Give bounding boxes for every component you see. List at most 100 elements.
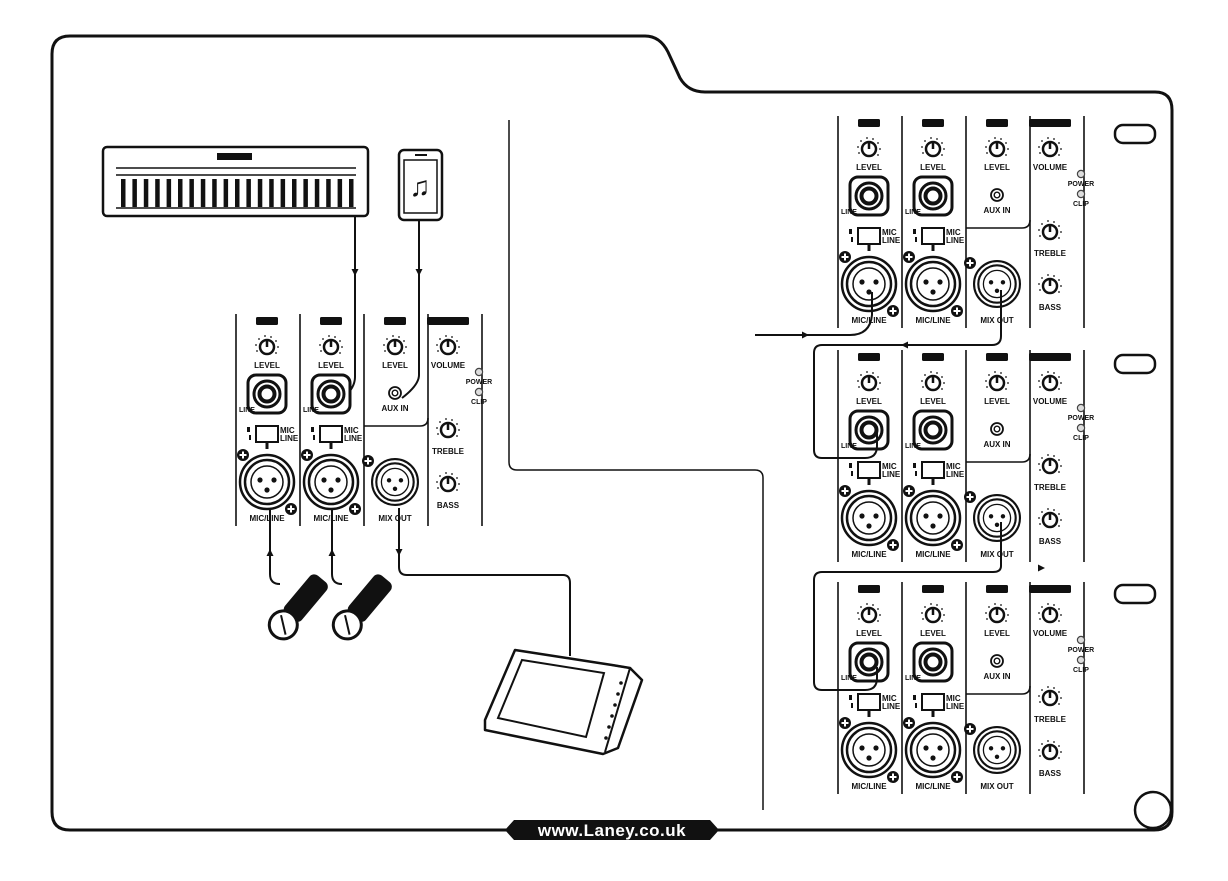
keyboard-key bbox=[269, 179, 274, 207]
power-led bbox=[474, 367, 484, 377]
treble-knob[interactable] bbox=[1036, 452, 1064, 475]
line-switch-label: LINE bbox=[344, 434, 363, 443]
aux-in-jack[interactable] bbox=[990, 654, 1004, 668]
level-knob[interactable] bbox=[855, 369, 883, 392]
mic-line-xlr-input[interactable] bbox=[302, 453, 360, 511]
mic-line-xlr-input[interactable] bbox=[238, 453, 296, 511]
level-knob[interactable] bbox=[983, 369, 1011, 392]
cable-mic1 bbox=[269, 508, 281, 585]
mic-switch-label: MIC bbox=[946, 462, 961, 471]
level-knob[interactable] bbox=[253, 333, 281, 356]
microphone-icon-2 bbox=[331, 574, 392, 641]
mic-line-xlr-input[interactable] bbox=[904, 489, 962, 547]
bass-label: BASS bbox=[437, 501, 460, 510]
mic-line-switch[interactable] bbox=[921, 693, 945, 711]
keyboard-key bbox=[303, 179, 308, 207]
aux-in-jack[interactable] bbox=[990, 188, 1004, 202]
mix-out-label: MIX OUT bbox=[980, 550, 1013, 559]
treble-knob[interactable] bbox=[1036, 218, 1064, 241]
level-label: LEVEL bbox=[856, 397, 882, 406]
line-switch-label: LINE bbox=[280, 434, 299, 443]
clip-label: CLIP bbox=[1073, 435, 1089, 442]
treble-knob[interactable] bbox=[434, 416, 462, 439]
bass-label: BASS bbox=[1039, 303, 1062, 312]
mic-switch-label: MIC bbox=[280, 426, 295, 435]
aux-in-jack[interactable] bbox=[388, 386, 402, 400]
volume-knob[interactable] bbox=[1036, 369, 1064, 392]
mixer-panel-left: LEVELLINEMICLINEMIC/LINELEVELLINEMICLINE… bbox=[235, 314, 492, 526]
mic-switch-label: MIC bbox=[946, 228, 961, 237]
level-label: LEVEL bbox=[984, 629, 1010, 638]
mic-line-switch[interactable] bbox=[857, 461, 881, 479]
keyboard-key bbox=[280, 179, 286, 207]
channel-scribble-strip bbox=[858, 353, 880, 361]
xlr-latch-icon bbox=[301, 449, 313, 461]
mic-line-switch[interactable] bbox=[921, 461, 945, 479]
mix-out-xlr[interactable] bbox=[972, 259, 1022, 309]
level-knob[interactable] bbox=[317, 333, 345, 356]
level-label: LEVEL bbox=[984, 397, 1010, 406]
volume-knob[interactable] bbox=[434, 333, 462, 356]
level-knob[interactable] bbox=[855, 601, 883, 624]
level-knob[interactable] bbox=[919, 369, 947, 392]
mic-line-switch[interactable] bbox=[857, 693, 881, 711]
mix-out-xlr[interactable] bbox=[370, 457, 420, 507]
mic-line-switch[interactable] bbox=[921, 227, 945, 245]
clip-label: CLIP bbox=[1073, 201, 1089, 208]
cable-top-mixout-to-middle-line bbox=[813, 290, 1002, 459]
website-badge[interactable]: www.Laney.co.uk bbox=[505, 820, 719, 840]
mic-line-xlr-input[interactable] bbox=[904, 721, 962, 779]
level-knob[interactable] bbox=[983, 135, 1011, 158]
bass-knob[interactable] bbox=[1036, 506, 1064, 529]
mic-line-label: MIC/LINE bbox=[249, 514, 285, 523]
mix-out-label: MIX OUT bbox=[980, 782, 1013, 791]
level-knob[interactable] bbox=[855, 135, 883, 158]
keyboard-icon bbox=[101, 145, 370, 218]
clip-label: CLIP bbox=[471, 399, 487, 406]
aux-in-label: AUX IN bbox=[983, 206, 1010, 215]
mix-out-xlr[interactable] bbox=[972, 725, 1022, 775]
clip-led bbox=[1076, 189, 1086, 199]
volume-knob[interactable] bbox=[1036, 135, 1064, 158]
channel-scribble-strip bbox=[858, 585, 880, 593]
treble-label: TREBLE bbox=[1034, 715, 1067, 724]
level-knob[interactable] bbox=[381, 333, 409, 356]
bass-knob[interactable] bbox=[434, 470, 462, 493]
bass-knob[interactable] bbox=[1036, 272, 1064, 295]
xlr-latch-icon bbox=[237, 449, 249, 461]
keyboard-key bbox=[246, 179, 251, 207]
master-scribble-strip bbox=[1029, 353, 1071, 361]
volume-knob[interactable] bbox=[1036, 601, 1064, 624]
level-label: LEVEL bbox=[856, 163, 882, 172]
treble-label: TREBLE bbox=[432, 447, 465, 456]
aux-in-jack[interactable] bbox=[990, 422, 1004, 436]
level-knob[interactable] bbox=[919, 601, 947, 624]
xlr-latch-icon bbox=[951, 771, 963, 783]
level-knob[interactable] bbox=[983, 601, 1011, 624]
mic-switch-label: MIC bbox=[344, 426, 359, 435]
level-knob[interactable] bbox=[919, 135, 947, 158]
mic-line-xlr-input[interactable] bbox=[840, 489, 898, 547]
mic-line-label: MIC/LINE bbox=[851, 782, 887, 791]
keyboard-key bbox=[121, 179, 126, 207]
mic-line-xlr-input[interactable] bbox=[840, 721, 898, 779]
outer-frame bbox=[50, 34, 1174, 832]
phone-icon: ♫ bbox=[397, 148, 444, 222]
mic-line-label: MIC/LINE bbox=[915, 550, 951, 559]
mic-line-switch[interactable] bbox=[319, 425, 343, 443]
cable-middle-mixout-to-bottom-line bbox=[813, 522, 1002, 691]
master-scribble-strip bbox=[427, 317, 469, 325]
level-label: LEVEL bbox=[920, 629, 946, 638]
cable-phone-to-aux bbox=[401, 220, 420, 399]
mic-line-xlr-input[interactable] bbox=[904, 255, 962, 313]
line-switch-label: LINE bbox=[946, 236, 965, 245]
bass-knob[interactable] bbox=[1036, 738, 1064, 761]
mic-line-switch[interactable] bbox=[255, 425, 279, 443]
treble-knob[interactable] bbox=[1036, 684, 1064, 707]
mix-out-xlr[interactable] bbox=[972, 493, 1022, 543]
mic-line-xlr-input[interactable] bbox=[840, 255, 898, 313]
mic-line-switch[interactable] bbox=[857, 227, 881, 245]
cable-mic2 bbox=[331, 508, 343, 585]
keyboard-key bbox=[189, 179, 194, 207]
